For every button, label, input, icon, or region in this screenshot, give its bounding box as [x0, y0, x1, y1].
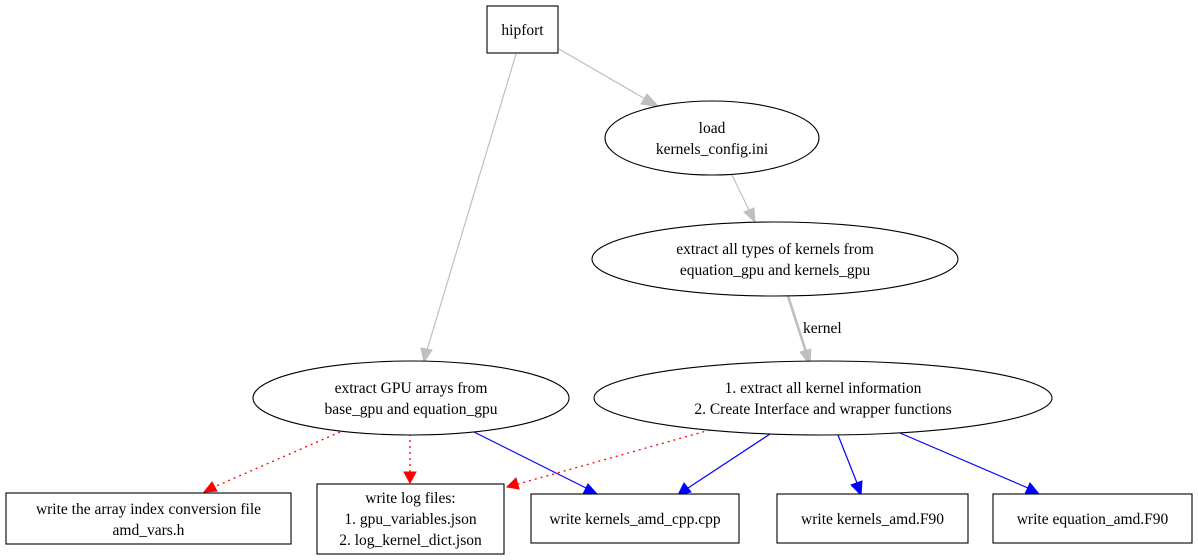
edge-label-kernel: kernel — [803, 320, 842, 337]
edge-arrowhead — [403, 471, 417, 485]
edge-arrowhead — [677, 482, 692, 496]
edge-kernel-types-to-kernel-info — [786, 295, 808, 353]
node-extract-kernel-types: extract all types of kernels from equati… — [591, 221, 959, 297]
node-label: hipfort — [501, 22, 544, 39]
edge-arrowhead — [1024, 482, 1041, 495]
edge-gpu-arrays-to-index-file — [213, 431, 341, 488]
node-label: write kernels_amd_cpp.cpp — [549, 511, 721, 528]
node-label: 1. gpu_variables.json — [344, 511, 476, 528]
edge-arrowhead — [202, 481, 218, 493]
edge-kernel-info-to-kernels-f90 — [837, 434, 858, 484]
node-label: equation_gpu and kernels_gpu — [680, 262, 871, 279]
node-label: kernels_config.ini — [656, 141, 769, 158]
node-box — [530, 493, 740, 544]
node-write-kernels-f90: write kernels_amd.F90 — [776, 493, 969, 544]
node-extract-gpu-arrays: extract GPU arrays from base_gpu and equ… — [252, 360, 570, 436]
node-box — [486, 5, 559, 54]
node-ellipse — [604, 100, 820, 176]
node-label: write equation_amd.F90 — [1017, 511, 1169, 528]
edge-arrowhead — [850, 480, 863, 497]
node-label: write kernels_amd.F90 — [801, 511, 944, 528]
node-ellipse — [593, 360, 1053, 436]
node-label: 2. log_kernel_dict.json — [339, 532, 482, 549]
edge-gpu-arrays-to-kernels-cpp — [473, 431, 587, 489]
node-label: base_gpu and equation_gpu — [324, 401, 497, 418]
node-label: write the array index conversion file — [36, 501, 261, 518]
node-label: extract GPU arrays from — [335, 380, 488, 397]
edge-kernel-info-to-equation-f90 — [899, 432, 1029, 489]
edge-hipfort-to-gpu-arrays — [426, 53, 517, 351]
edge-hipfort-to-load — [558, 48, 648, 101]
node-label: 1. extract all kernel information — [725, 380, 922, 397]
node-label: 2. Create Interface and wrapper function… — [694, 401, 951, 418]
node-load-config: load kernels_config.ini — [604, 100, 820, 176]
edge-load-to-kernel-types — [731, 174, 750, 211]
node-label: load — [699, 120, 726, 137]
edge-kernel-info-to-log-files — [517, 429, 711, 485]
node-box — [316, 483, 505, 555]
edge-arrowhead — [640, 93, 661, 108]
node-ellipse — [591, 221, 959, 297]
edge-arrowhead — [582, 483, 599, 495]
node-write-index-file: write the array index conversion file am… — [5, 492, 292, 545]
node-label: amd_vars.h — [113, 522, 185, 539]
node-hipfort: hipfort — [486, 5, 559, 54]
edges-layer: kernel — [202, 48, 1041, 497]
node-extract-kernel-info: 1. extract all kernel information 2. Cre… — [593, 360, 1053, 436]
node-label: write log files: — [365, 490, 455, 507]
node-write-kernels-cpp: write kernels_amd_cpp.cpp — [530, 493, 740, 544]
node-write-equation-f90: write equation_amd.F90 — [992, 493, 1193, 544]
edge-kernel-info-to-kernels-cpp — [687, 433, 771, 489]
node-label: extract all types of kernels from — [676, 241, 874, 258]
nodes-layer: hipfort load kernels_config.ini extract … — [5, 5, 1193, 555]
node-box — [992, 493, 1193, 544]
node-write-log-files: write log files: 1. gpu_variables.json 2… — [316, 483, 505, 555]
edge-arrowhead — [743, 207, 756, 224]
node-box — [776, 493, 969, 544]
edge-arrowhead — [505, 477, 520, 490]
edge-arrowhead — [420, 347, 433, 364]
node-box — [5, 492, 292, 545]
node-ellipse — [252, 360, 570, 436]
